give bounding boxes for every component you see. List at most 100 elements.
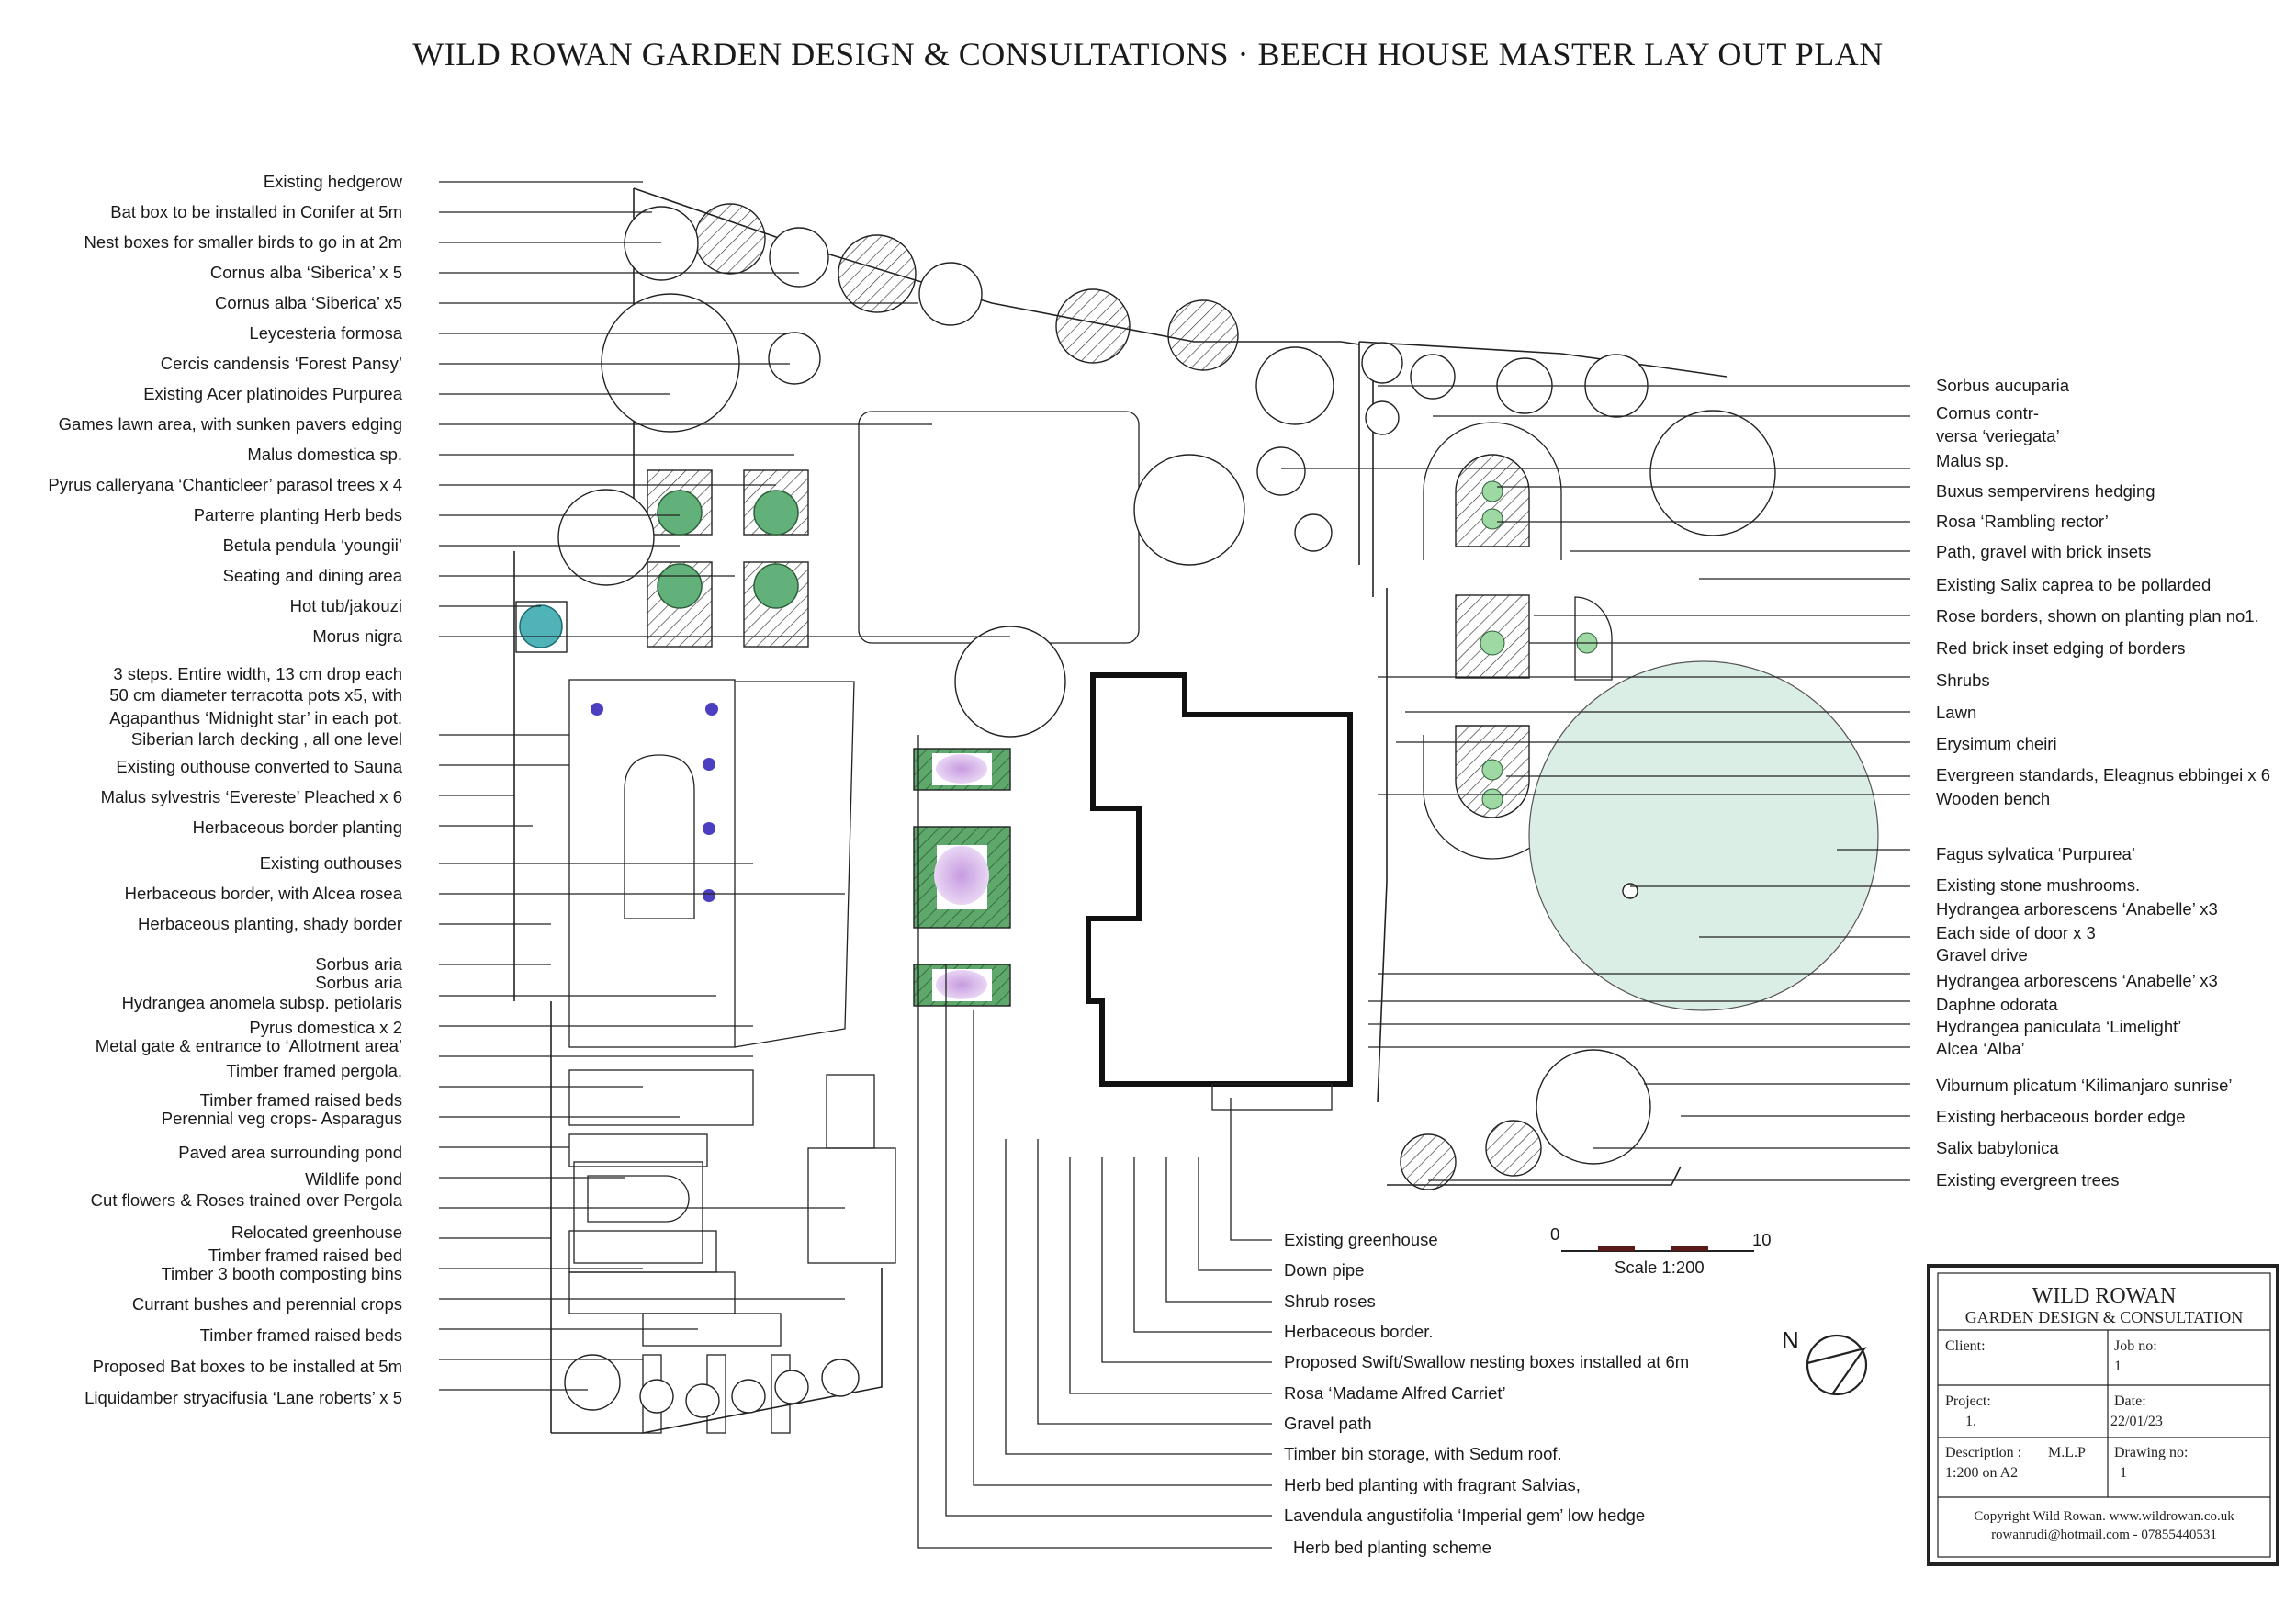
label-morus: Morus nigra [312,626,402,646]
label-existing-greenhouse: Existing greenhouse [1284,1230,1438,1249]
tb-contact: rowanrudi@hotmail.com - 07855440531 [1991,1528,2217,1542]
tb-project-value: 1. [1965,1414,1976,1429]
label-buxus: Buxus sempervirens hedging [1936,481,2155,501]
hedgerow-trees [601,203,1776,536]
label-evergreen-standards: Evergreen standards, Eleagnus ebbingei x… [1936,765,2270,784]
label-steps: 3 steps. Entire width, 13 cm drop each [113,664,402,683]
label-herbaceous-border-planting: Herbaceous border planting [193,818,402,837]
label-larch-decking: Siberian larch decking , all one level [131,729,402,749]
tb-subtitle: GARDEN DESIGN & CONSULTATION [1965,1308,2243,1326]
label-raised-beds-2: Timber framed raised beds [200,1325,402,1345]
label-existing-herbaceous-edge: Existing herbaceous border edge [1936,1107,2186,1126]
label-salix-caprea: Existing Salix caprea to be pollarded [1936,575,2211,594]
label-cornus-alba-2: Cornus alba ‘Siberica’ x5 [215,293,402,312]
label-hydrangea-paniculata: Hydrangea paniculata ‘Limelight’ [1936,1017,2181,1036]
label-down-pipe: Down pipe [1284,1260,1364,1280]
agapanthus-pots [591,703,718,902]
label-cercis: Cercis candensis ‘Forest Pansy’ [161,354,402,373]
allotment-area [564,1069,896,1434]
label-cornus-versa: versa ‘veriegata’ [1936,426,2060,445]
label-cornus-alba-1: Cornus alba ‘Siberica’ x 5 [210,263,402,282]
label-pyrus-domestica: Pyrus domestica x 2 [249,1018,402,1037]
label-wildlife-pond: Wildlife pond [305,1169,402,1189]
label-raised-bed: Timber framed raised bed [208,1246,402,1265]
label-shrub-roses: Shrub roses [1284,1291,1376,1311]
tb-drawing-value: 1 [2120,1465,2127,1481]
north-label: N [1782,1326,1799,1354]
label-wooden-bench: Wooden bench [1936,789,2050,808]
label-lawn: Lawn [1936,703,1976,722]
tb-project-label: Project: [1945,1393,1991,1409]
label-seating: Seating and dining area [223,566,403,585]
fagus-canopy [1528,660,1879,1011]
label-malus-domestica: Malus domestica sp. [247,445,402,464]
label-malus-sylvestris: Malus sylvestris ‘Evereste’ Pleached x 6 [101,787,402,806]
title-block: WILD ROWAN GARDEN DESIGN & CONSULTATION … [1927,1264,2279,1566]
label-raised-beds-1: Timber framed raised beds [200,1090,402,1110]
scale-end: 10 [1752,1230,1772,1249]
label-nest-boxes: Nest boxes for smaller birds to go in at… [84,232,402,252]
tb-desc-value: 1:200 on A2 [1945,1465,2018,1481]
north-arrow: N [1782,1326,1868,1396]
label-alcea-rosea: Herbaceous border, with Alcea rosea [125,884,403,903]
label-composting-bins: Timber 3 booth composting bins [161,1264,402,1283]
tb-company: WILD ROWAN [2032,1284,2177,1308]
label-salix-babylonica: Salix babylonica [1936,1138,2059,1157]
label-shrubs: Shrubs [1936,671,1990,690]
label-parterre: Parterre planting Herb beds [194,505,402,524]
tb-job-value: 1 [2114,1359,2122,1374]
label-rosa-madame: Rosa ‘Madame Alfred Carriet’ [1284,1383,1506,1403]
tb-date-label: Date: [2114,1393,2146,1409]
label-betula: Betula pendula ‘youngii’ [223,536,402,555]
label-terracotta-pots: 50 cm diameter terracotta pots x5, with [109,685,402,705]
label-agapanthus: Agapanthus ‘Midnight star’ in each pot. [109,708,402,727]
label-each-side-door: Each side of door x 3 [1936,923,2096,942]
label-currant-bushes: Currant bushes and perennial crops [132,1294,402,1314]
label-hydrangea-arborescens-2: Hydrangea arborescens ‘Anabelle’ x3 [1936,971,2218,990]
label-herbaceous-border: Herbaceous border. [1284,1322,1434,1341]
label-existing-outhouses: Existing outhouses [260,853,402,873]
tb-desc-code: M.L.P [2048,1445,2086,1460]
label-lavendula: Lavendula angustifolia ‘Imperial gem’ lo… [1284,1506,1645,1525]
label-swift-boxes: Proposed Swift/Swallow nesting boxes ins… [1284,1352,1689,1371]
label-cornus-contr: Cornus contr- [1936,403,2039,423]
tb-copyright: Copyright Wild Rowan. www.wildrowan.co.u… [1974,1509,2234,1524]
label-shady-border: Herbaceous planting, shady border [138,914,402,933]
label-fagus: Fagus sylvatica ‘Purpurea’ [1936,844,2135,863]
label-bat-box-conifer: Bat box to be installed in Conifer at 5m [110,202,402,221]
label-paved-area: Paved area surrounding pond [178,1143,402,1162]
label-existing-hedgerow: Existing hedgerow [264,172,403,191]
page-title: WILD ROWAN GARDEN DESIGN & CONSULTATIONS… [412,36,1884,73]
label-daphne: Daphne odorata [1936,995,2058,1014]
label-sorbus-aria-2: Sorbus aria [315,973,402,992]
label-malus-sp: Malus sp. [1936,451,2009,470]
label-bat-boxes: Proposed Bat boxes to be installed at 5m [93,1357,402,1376]
right-label-column: Sorbus aucuparia Cornus contr- versa ‘ve… [1936,376,2270,1190]
label-leycesteria: Leycesteria formosa [249,323,402,343]
label-acer: Existing Acer platinoides Purpurea [143,384,402,403]
right-leaders [1281,385,1910,1181]
label-alcea-alba: Alcea ‘Alba’ [1936,1039,2025,1058]
label-greenhouse-relocated: Relocated greenhouse [231,1223,402,1242]
label-hydrangea-anomela: Hydrangea anomela subsp. petiolaris [122,993,402,1012]
left-label-column: Existing hedgerow Bat box to be installe… [48,172,402,1407]
games-lawn [858,411,1140,644]
label-games-lawn: Games lawn area, with sunken pavers edgi… [59,414,402,434]
bottom-label-column: Existing greenhouse Down pipe Shrub rose… [1284,1230,1689,1557]
label-sorbus-aucuparia: Sorbus aucuparia [1936,376,2070,395]
tb-job-label: Job no: [2114,1338,2157,1354]
tb-desc-label: Description : [1945,1445,2021,1460]
label-path-gravel: Path, gravel with brick insets [1936,542,2151,561]
tb-date-value: 22/01/23 [2110,1414,2163,1429]
scale-bar: 0 10 Scale 1:200 [1550,1224,1772,1277]
bottom-leaders [917,735,1272,1549]
label-timber-bin: Timber bin storage, with Sedum roof. [1284,1444,1562,1463]
scale-label: Scale 1:200 [1615,1257,1705,1277]
label-metal-gate: Metal gate & entrance to ‘Allotment area… [96,1036,402,1055]
tb-client-label: Client: [1945,1338,1986,1354]
label-viburnum: Viburnum plicatum ‘Kilimanjaro sunrise’ [1936,1076,2233,1095]
label-sauna: Existing outhouse converted to Sauna [116,757,402,776]
label-gravel-drive: Gravel drive [1936,945,2028,964]
label-salvias: Herb bed planting with fragrant Salvias, [1284,1475,1581,1494]
